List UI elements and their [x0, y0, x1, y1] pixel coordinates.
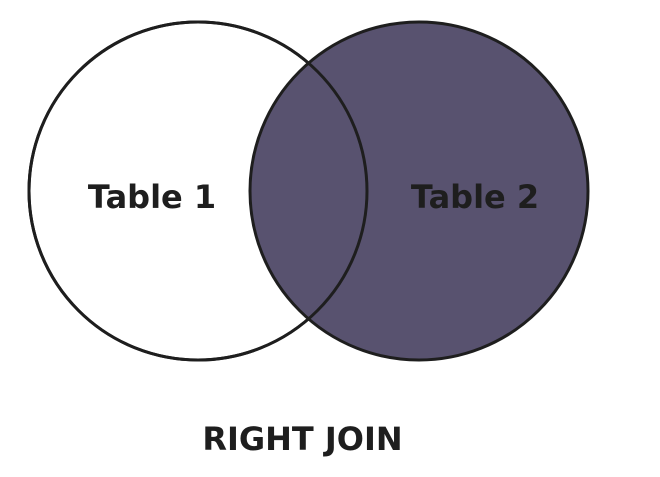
left-set-outline: [27, 20, 369, 362]
right-set-label: Table 2: [411, 178, 539, 216]
left-set-label: Table 1: [88, 178, 216, 216]
join-type-caption: RIGHT JOIN: [202, 420, 403, 458]
right-set-circle: [248, 20, 590, 362]
